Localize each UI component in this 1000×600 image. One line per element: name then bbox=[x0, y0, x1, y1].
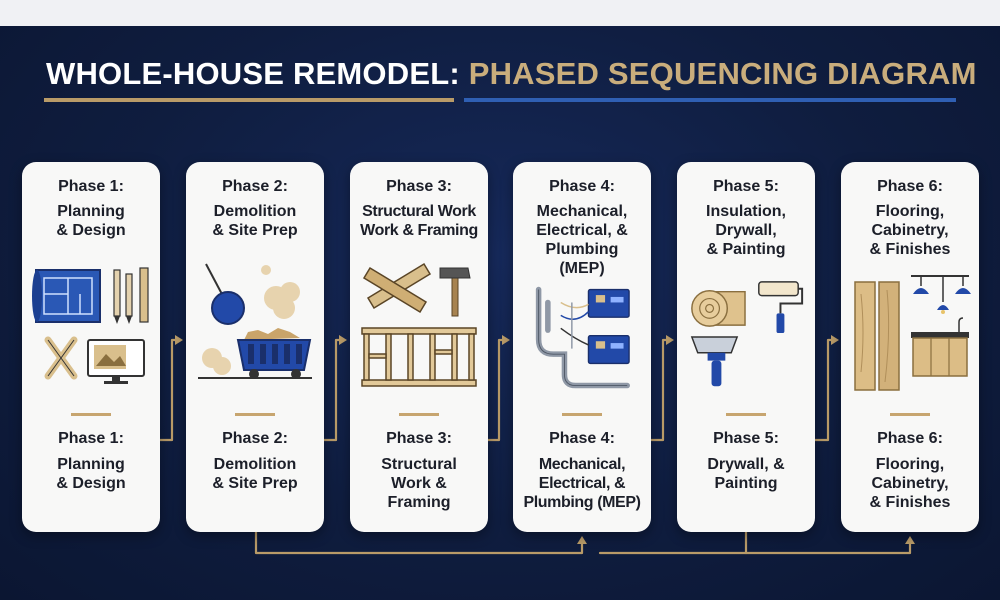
phase-card-3: Phase 3: Structural Work Work & Framing bbox=[350, 162, 488, 532]
finishes-illustration bbox=[854, 275, 971, 391]
card-divider bbox=[726, 413, 766, 416]
title-part-2: PHASED SEQUENCING DIAGRAM bbox=[468, 56, 977, 91]
phase-heading-repeat: Phase 6: bbox=[877, 430, 943, 447]
demolition-illustration bbox=[198, 263, 312, 379]
phase-heading-repeat: Phase 4: bbox=[549, 430, 615, 447]
wrecking-ball-icon bbox=[205, 263, 245, 325]
phase-heading-repeat: Phase 1: bbox=[58, 430, 124, 447]
phase-heading: Phase 6: bbox=[877, 178, 943, 195]
blueprint-icon bbox=[32, 269, 101, 323]
phase-subtitle-repeat: Mechanical, Electrical, & Plumbing (MEP) bbox=[523, 456, 641, 511]
connector-bottom-5-6 bbox=[598, 538, 912, 555]
framing-illustration bbox=[361, 262, 477, 387]
card-divider bbox=[890, 413, 930, 416]
lumber-icon bbox=[362, 262, 432, 314]
card-divider bbox=[399, 413, 439, 416]
floor-planks-icon bbox=[854, 281, 900, 391]
card-divider bbox=[562, 413, 602, 416]
phase-subtitle-repeat: Drywall, & Painting bbox=[707, 456, 785, 492]
phase-heading: Phase 2: bbox=[222, 178, 288, 195]
wires-icon bbox=[560, 301, 589, 349]
circuit-board-icon bbox=[587, 288, 630, 365]
page-title: WHOLE-HOUSE REMODEL: PHASED SEQUENCING D… bbox=[46, 56, 977, 92]
phase-card-4: Phase 4: Mechanical, Electrical, & Plumb… bbox=[513, 162, 651, 532]
finishing-illustration bbox=[690, 281, 804, 387]
kitchen-cabinet-icon bbox=[911, 317, 969, 377]
pipes-icon-outline bbox=[538, 289, 628, 386]
phase-subtitle-repeat: Demolition & Site Prep bbox=[212, 456, 298, 492]
phase-card-2: Phase 2: Demolition & Site Prep bbox=[186, 162, 324, 532]
title-part-1: WHOLE-HOUSE REMODEL: bbox=[46, 56, 460, 91]
title-underline-blue bbox=[464, 98, 956, 102]
phase-heading: Phase 5: bbox=[713, 178, 779, 195]
pendant-lights-icon bbox=[911, 275, 971, 314]
phase-subtitle: Insulation, Drywall, & Painting bbox=[706, 203, 786, 258]
hammer-icon bbox=[439, 267, 471, 317]
mep-illustration bbox=[535, 286, 630, 389]
phase-heading: Phase 4: bbox=[549, 178, 615, 195]
phase-subtitle-repeat: Flooring, Cabinetry, & Finishes bbox=[869, 456, 951, 511]
phase-card-5: Phase 5: Insulation, Drywall, & Painting… bbox=[677, 162, 815, 532]
paint-roller-icon bbox=[758, 281, 804, 334]
phase-card-1: Phase 1: Planning & Design bbox=[22, 162, 160, 532]
phase-subtitle: Structural Work Work & Framing bbox=[360, 203, 478, 239]
top-strip bbox=[0, 0, 1000, 26]
planning-illustration bbox=[32, 267, 149, 384]
ruler-icon bbox=[44, 267, 149, 380]
dust-cloud-icon bbox=[202, 265, 300, 375]
monitor-icon bbox=[87, 339, 145, 384]
phase-subtitle-repeat: Structural Work & Framing bbox=[381, 456, 457, 511]
phase-heading-repeat: Phase 3: bbox=[386, 430, 452, 447]
connector-3-4 bbox=[485, 338, 509, 442]
dumpster-icon bbox=[198, 328, 312, 379]
phase-heading-repeat: Phase 5: bbox=[713, 430, 779, 447]
phase-subtitle: Demolition & Site Prep bbox=[212, 203, 298, 239]
connector-5-6 bbox=[813, 338, 838, 442]
phase-heading: Phase 3: bbox=[386, 178, 452, 195]
phase-heading: Phase 1: bbox=[58, 178, 124, 195]
connector-2-3 bbox=[321, 338, 346, 442]
title-underline-gold bbox=[44, 98, 454, 102]
phase-subtitle: Planning & Design bbox=[56, 203, 126, 239]
drywall-knife-icon bbox=[690, 336, 739, 387]
card-divider bbox=[235, 413, 275, 416]
phase-subtitle-repeat: Planning & Design bbox=[56, 456, 126, 492]
connector-4-5 bbox=[649, 338, 673, 442]
phase-subtitle: Mechanical, Electrical, & Plumbing (MEP) bbox=[536, 203, 628, 277]
card-divider bbox=[71, 413, 111, 416]
insulation-roll-icon bbox=[691, 289, 746, 327]
phase-card-6: Phase 6: Flooring, Cabinetry, & Finishes bbox=[841, 162, 979, 532]
background bbox=[0, 26, 1000, 600]
pencil-icon bbox=[113, 269, 133, 324]
phase-subtitle: Flooring, Cabinetry, & Finishes bbox=[869, 203, 951, 258]
connector-1-2 bbox=[158, 338, 182, 442]
wall-frame-icon bbox=[361, 327, 477, 387]
phase-heading-repeat: Phase 2: bbox=[222, 430, 288, 447]
connector-bottom-2-4 bbox=[254, 530, 584, 555]
